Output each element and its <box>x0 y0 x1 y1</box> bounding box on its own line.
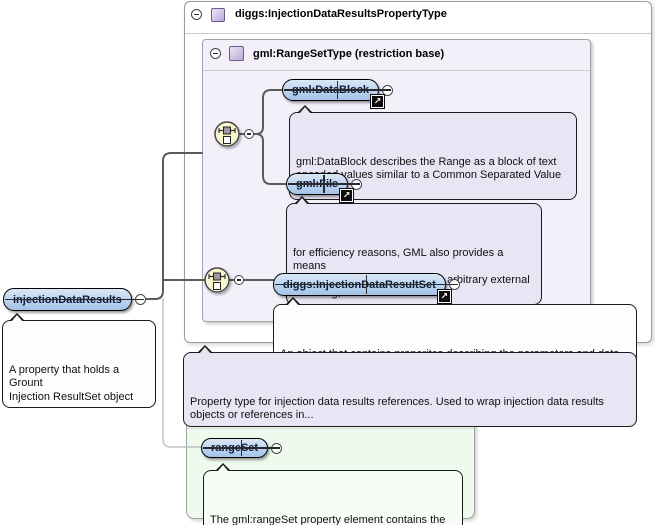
property-type-box-title: diggs:InjectionDataResultsPropertyType <box>235 8 447 20</box>
collapse-icon[interactable] <box>210 48 221 59</box>
expand-icon[interactable] <box>271 442 283 454</box>
collapse-icon[interactable] <box>244 129 254 139</box>
annotation-range-set: The gml:rangeSet property element contai… <box>203 463 463 525</box>
complex-type-icon <box>211 8 225 22</box>
balloon-tail <box>295 198 308 205</box>
expand-icon[interactable] <box>448 279 460 290</box>
collapse-icon[interactable] <box>134 294 146 305</box>
range-set-type-box-title: gml:RangeSetType (restriction base) <box>253 48 445 60</box>
balloon-tail <box>10 315 23 322</box>
balloon-tail <box>298 107 311 114</box>
annotation-injection-data-results: A property that holds a Grount Injection… <box>2 313 156 408</box>
header-separator <box>203 70 590 71</box>
collapse-icon[interactable] <box>234 275 244 285</box>
element-node: rangeSet <box>201 438 283 458</box>
header-separator <box>185 33 651 34</box>
element-node: gml:DataBlock ↗ <box>282 79 394 108</box>
expand-icon[interactable] <box>351 178 363 190</box>
link-arrow-icon[interactable]: ↗ <box>340 189 354 202</box>
link-arrow-icon[interactable]: ↗ <box>371 95 385 108</box>
annotation-property-type: Property type for injection data results… <box>183 345 637 427</box>
collapse-icon[interactable] <box>191 9 202 20</box>
expand-icon[interactable] <box>382 84 394 96</box>
element-node: injectionDataResults <box>3 288 146 311</box>
element-node: diggs:InjectionDataResultSet ↗ <box>273 273 460 303</box>
choice-compositor-icon[interactable] <box>214 121 240 147</box>
choice-compositor-icon[interactable] <box>204 267 230 293</box>
header-separator <box>187 428 474 429</box>
element-node: gml:File ↗ <box>286 173 363 202</box>
link-arrow-icon[interactable]: ↗ <box>437 290 451 303</box>
complex-type-icon <box>229 46 244 61</box>
balloon-tail <box>286 299 299 306</box>
balloon-tail <box>216 465 229 472</box>
balloon-tail <box>198 347 211 354</box>
